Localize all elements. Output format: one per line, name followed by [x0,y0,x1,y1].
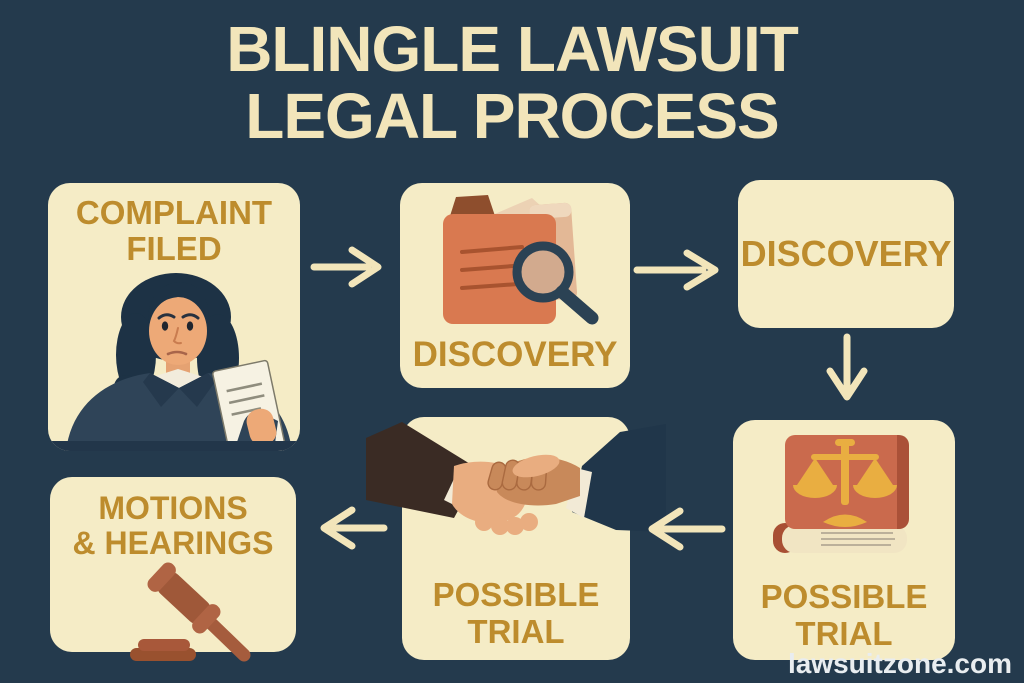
law-book-scales-icon [773,435,909,553]
arrow-icon-complaint-to-discovery-search [310,246,382,288]
arrow-icon-trial-handshake-to-motions [320,506,388,550]
step-complaint-filed-card: COMPLAINT FILED [48,183,300,451]
step-discovery-card: DISCOVERY [738,180,954,328]
step-motions-hearings-label: MOTIONS & HEARINGS [50,490,296,562]
step-possible-trial-book-label: POSSIBLE TRIAL [733,579,955,652]
arrow-icon-discovery-to-possible-trial [826,333,868,401]
step-trial-book-line-2: TRIAL [795,614,893,652]
page-title-line-1: BLINGLE LAWSUIT [226,13,799,85]
folder-magnifying-glass-icon [443,195,599,325]
step-discovery-search-card: DISCOVERY [400,183,630,388]
page-title: BLINGLE LAWSUIT LEGAL PROCESS [0,16,1024,149]
step-complaint-line-1: COMPLAINT [75,194,273,231]
step-complaint-line-2: FILED [126,230,222,268]
handshake-icon [366,422,666,535]
step-motions-line-1: MOTIONS [98,490,248,526]
step-motions-line-2: & HEARINGS [72,525,274,562]
step-possible-trial-book-card: POSSIBLE TRIAL [733,420,955,660]
step-discovery-search-label: DISCOVERY [412,334,618,374]
arrow-icon-trial-book-to-trial-handshake [648,507,726,551]
page-title-line-2: LEGAL PROCESS [245,79,779,152]
watermark: lawsuitzone.com [787,648,1012,679]
step-discovery-label: DISCOVERY [740,233,952,275]
woman-reading-document-icon [48,273,300,451]
step-trial-handshake-line-2: TRIAL [467,612,565,650]
gavel-icon [130,562,251,662]
step-complaint-filed-label: COMPLAINT FILED [48,194,300,268]
arrow-icon-discovery-search-to-discovery [633,249,719,291]
step-trial-book-line-1: POSSIBLE [760,578,928,616]
step-trial-handshake-line-1: POSSIBLE [432,576,600,614]
step-possible-trial-handshake-label: POSSIBLE TRIAL [402,577,630,650]
